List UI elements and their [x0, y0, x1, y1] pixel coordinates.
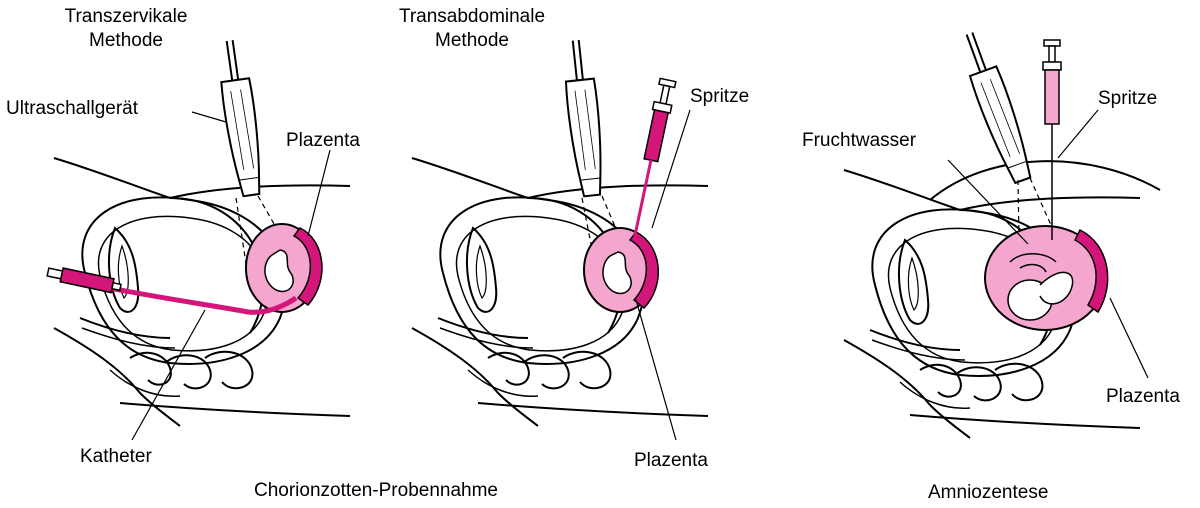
syringe-2: [633, 77, 677, 237]
placenta-3: [1073, 228, 1109, 314]
placenta-2: [628, 231, 660, 310]
ultrasound-probe-2: [560, 37, 608, 199]
panel-transabdominal: [411, 37, 709, 441]
label-placenta-2: Plazenta: [634, 450, 708, 471]
label-placenta-3: Plazenta: [1106, 386, 1180, 407]
caption-chorionic-villus-sampling: Chorionzotten-Probennahme: [254, 480, 498, 501]
label-catheter: Katheter: [80, 446, 152, 467]
panel-transcervical: [46, 37, 351, 441]
label-transabdominal-line2: Methode: [435, 30, 509, 51]
label-amniotic-fluid: Fruchtwasser: [802, 130, 917, 151]
ultrasound-probe-3: [954, 27, 1038, 187]
syringe-1: [46, 267, 122, 294]
fetus: [1007, 253, 1074, 321]
label-transcervical-line1: Transzervikale: [64, 6, 188, 27]
placenta-1: [292, 227, 323, 306]
label-syringe-2: Spritze: [690, 86, 750, 107]
label-transcervical-line2: Methode: [89, 30, 163, 51]
label-placenta-1: Plazenta: [286, 130, 360, 151]
label-ultrasound-device: Ultraschallgerät: [6, 98, 138, 119]
ultrasound-probe-1: [214, 37, 268, 199]
catheter: [109, 285, 298, 315]
caption-amniocentesis: Amniozentese: [928, 482, 1049, 503]
label-transabdominal-line1: Transabdominale: [398, 6, 546, 27]
syringe-3: [1042, 39, 1062, 240]
panel-amniocentesis: [843, 27, 1161, 439]
label-syringe-3: Spritze: [1098, 88, 1158, 109]
